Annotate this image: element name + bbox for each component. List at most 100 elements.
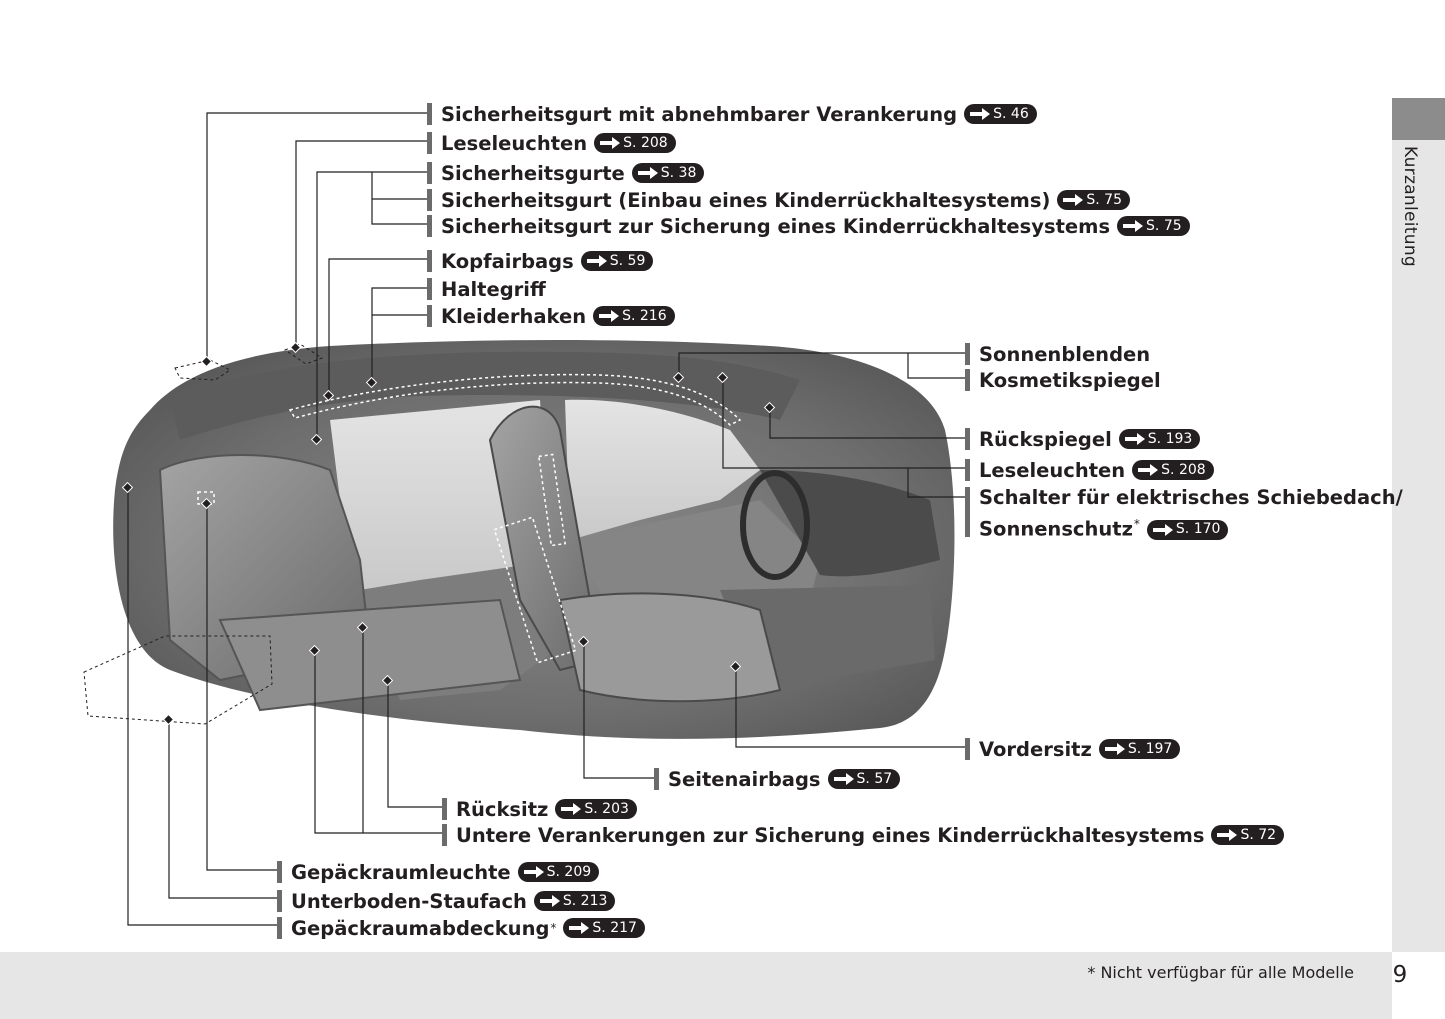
dot xyxy=(322,389,335,402)
callout-lower-anchors: Untere Verankerungen zur Sicherung eines… xyxy=(442,821,1285,849)
dot xyxy=(308,644,321,657)
page-ref-link[interactable]: S. 193 xyxy=(1118,429,1201,449)
callout-grab-handle: Haltegriff xyxy=(427,275,546,303)
arrow-icon xyxy=(1124,433,1145,445)
page-ref-link[interactable]: S. 75 xyxy=(1117,216,1190,236)
dot xyxy=(381,674,394,687)
dot xyxy=(672,371,685,384)
page-ref-text: S. 57 xyxy=(856,771,893,787)
page-ref-link[interactable]: S. 72 xyxy=(1211,825,1285,845)
callout-side-airbags: Seitenairbags S. 57 xyxy=(654,765,901,793)
callout-marker xyxy=(965,459,970,481)
page-ref-link[interactable]: S. 209 xyxy=(517,862,600,882)
page-ref-text: S. 203 xyxy=(584,801,629,817)
callout-marker xyxy=(965,369,970,391)
callout-marker xyxy=(965,428,970,450)
page-ref-link[interactable]: S. 57 xyxy=(827,769,901,789)
callout-marker xyxy=(427,132,432,154)
callout-marker xyxy=(277,890,282,912)
page-ref-text: S. 170 xyxy=(1175,521,1221,537)
callout-rear-seat: Rücksitz S. 203 xyxy=(442,795,637,823)
arrow-icon xyxy=(599,310,620,322)
callout-text: Sicherheitsgurt mit abnehmbarer Veranker… xyxy=(441,102,958,126)
callout-text: Schalter für elektrisches Schiebedach/ xyxy=(979,486,1403,509)
callout-marker xyxy=(442,824,447,846)
arrow-icon xyxy=(600,137,621,149)
front-window xyxy=(565,399,760,540)
dot xyxy=(162,713,175,726)
callout-marker xyxy=(442,798,447,820)
leader-cargo-light xyxy=(206,504,278,871)
dot xyxy=(577,635,590,648)
callout-coat-hook: Kleiderhaken S. 216 xyxy=(427,302,675,330)
callout-text: Seitenairbags xyxy=(668,767,821,791)
callout-text: Kosmetikspiegel xyxy=(979,368,1161,392)
rear-reading-light-outline xyxy=(174,359,231,381)
callout-cargo-light: Gepäckraumleuchte S. 209 xyxy=(277,858,600,886)
dot xyxy=(365,376,378,389)
page-ref-link[interactable]: S. 203 xyxy=(555,799,637,819)
page-ref-link[interactable]: S. 38 xyxy=(631,163,705,183)
page-ref-link[interactable]: S. 216 xyxy=(593,306,675,326)
callout-text: Sicherheitsgurt zur Sicherung eines Kind… xyxy=(441,214,1111,238)
callout-seatbelt-child-install: Sicherheitsgurt (Einbau eines Kinderrück… xyxy=(427,186,1130,214)
arrow-icon xyxy=(523,866,544,878)
side-tab-label: Kurzanleitung xyxy=(1400,146,1420,267)
page-ref-link[interactable]: S. 170 xyxy=(1146,519,1229,540)
leader-front-seat xyxy=(735,667,966,748)
leader-seatbelts-child2 xyxy=(371,199,429,225)
dot xyxy=(729,660,742,673)
callout-rearview-mirror: Rückspiegel S. 193 xyxy=(965,425,1201,453)
page-ref-link[interactable]: S. 197 xyxy=(1098,739,1181,759)
leader-reading-lights-rear xyxy=(295,140,429,348)
leader-moonroof-switch xyxy=(907,468,966,498)
car-interior-diagram xyxy=(83,112,966,926)
callout-text: Unterboden-Staufach xyxy=(291,889,527,913)
arrow-icon xyxy=(1123,220,1144,232)
footnote-star: * xyxy=(1133,517,1140,531)
arrow-icon xyxy=(539,895,560,907)
callout-marker xyxy=(965,738,970,760)
page-ref-link[interactable]: S. 208 xyxy=(594,133,676,153)
side-airbag-outline xyxy=(493,516,577,664)
callout-marker xyxy=(427,189,432,211)
leader-grab-handle xyxy=(371,287,429,383)
callout-marker xyxy=(427,162,432,184)
page-ref-text: S. 217 xyxy=(592,920,637,936)
callout-sun-visors: Sonnenblenden xyxy=(965,340,1150,368)
callout-text: Rückspiegel xyxy=(979,427,1112,451)
arrow-icon xyxy=(561,803,582,815)
callout-marker xyxy=(427,103,432,125)
arrow-icon xyxy=(833,773,854,785)
page-ref-link[interactable]: S. 75 xyxy=(1057,190,1130,210)
callout-vanity-mirror: Kosmetikspiegel xyxy=(965,366,1161,394)
leader-vanity-mirror xyxy=(907,353,966,379)
callout-marker xyxy=(965,487,970,537)
leader-cargo-cover xyxy=(127,488,278,926)
arrow-icon xyxy=(1063,194,1084,206)
curtain-airbag-outline xyxy=(288,373,742,426)
dot xyxy=(289,341,302,354)
page-ref-link[interactable]: S. 208 xyxy=(1132,460,1214,480)
leader-lower-anchors xyxy=(314,651,443,834)
page-ref-link[interactable]: S. 46 xyxy=(964,104,1037,124)
headliner xyxy=(170,351,800,440)
leader-side-airbags xyxy=(583,642,655,779)
callout-marker xyxy=(427,278,432,300)
dot xyxy=(356,621,369,634)
page-ref-link[interactable]: S. 213 xyxy=(533,891,616,911)
dot xyxy=(200,355,213,368)
callout-cargo-cover: Gepäckraumabdeckung * S. 217 xyxy=(277,914,645,942)
callout-reading-lights-front: Leseleuchten S. 208 xyxy=(965,456,1214,484)
page-ref-text: S. 59 xyxy=(609,253,646,269)
callout-text-line2-label: Sonnenschutz xyxy=(979,517,1133,541)
page-ref-text: S. 72 xyxy=(1240,827,1277,843)
dot xyxy=(763,401,776,414)
leader-reading-lights-front xyxy=(722,378,966,469)
callout-text: Leseleuchten xyxy=(441,131,588,155)
callout-marker xyxy=(965,343,970,365)
arrow-icon xyxy=(1152,523,1173,536)
callout-text: Sicherheitsgurte xyxy=(441,161,625,185)
page-ref-link[interactable]: S. 59 xyxy=(580,251,654,271)
page-ref-link[interactable]: S. 217 xyxy=(563,918,645,938)
